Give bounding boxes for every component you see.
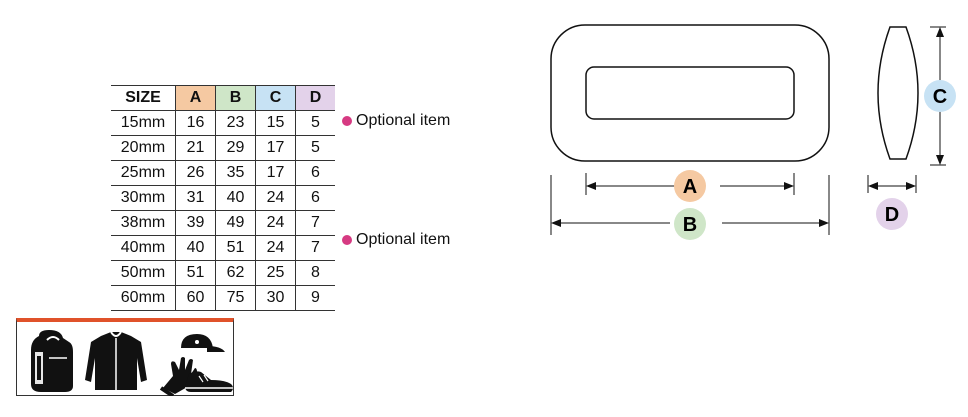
label-a: A xyxy=(683,176,697,198)
header-b: B xyxy=(215,85,256,111)
size-cell: 15mm xyxy=(111,110,176,136)
label-a-badge xyxy=(674,170,706,202)
dimension-cell: 7 xyxy=(295,210,335,236)
dimension-cell: 5 xyxy=(295,110,335,136)
label-b-badge xyxy=(674,208,706,240)
dimension-a xyxy=(585,173,795,195)
dimension-cell: 8 xyxy=(295,260,335,286)
label-b: B xyxy=(683,214,697,236)
header-d: D xyxy=(295,85,335,111)
optional-label: Optional item xyxy=(356,112,451,129)
size-cell: 40mm xyxy=(111,235,176,261)
size-cell: 30mm xyxy=(111,185,176,211)
size-cell: 20mm xyxy=(111,135,176,161)
dimension-cell: 23 xyxy=(215,110,256,136)
dimension-cell: 29 xyxy=(215,135,256,161)
header-size: SIZE xyxy=(111,85,176,111)
cap-icon xyxy=(181,334,225,352)
dimension-cell: 6 xyxy=(295,185,335,211)
usage-icons-box xyxy=(16,318,234,396)
dimension-cell: 31 xyxy=(175,185,216,211)
jacket-icon xyxy=(85,331,147,390)
dimension-cell: 35 xyxy=(215,160,256,186)
dimension-cell: 21 xyxy=(175,135,216,161)
buckle-side-profile xyxy=(877,26,919,160)
dimension-cell: 51 xyxy=(175,260,216,286)
dimension-cell: 15 xyxy=(255,110,296,136)
dimension-diagram: C A B D xyxy=(550,24,956,240)
header-c: C xyxy=(255,85,296,111)
label-d: D xyxy=(885,204,899,226)
dimension-cell: 24 xyxy=(255,235,296,261)
size-cell: 25mm xyxy=(111,160,176,186)
label-d-badge xyxy=(876,198,908,230)
optional-dot xyxy=(342,235,352,245)
dimension-cell: 24 xyxy=(255,210,296,236)
dimension-cell: 25 xyxy=(255,260,296,286)
dimension-cell: 7 xyxy=(295,235,335,261)
dimension-cell: 60 xyxy=(175,285,216,311)
buckle-inner-slot xyxy=(585,66,795,120)
size-cell: 50mm xyxy=(111,260,176,286)
dimension-cell: 49 xyxy=(215,210,256,236)
optional-note-40mm: Optional item xyxy=(342,231,450,249)
dimension-cell: 6 xyxy=(295,160,335,186)
dimension-cell: 26 xyxy=(175,160,216,186)
dimension-cell: 9 xyxy=(295,285,335,311)
dimension-cell: 24 xyxy=(255,185,296,211)
dimension-d xyxy=(867,175,917,193)
dimension-cell: 30 xyxy=(255,285,296,311)
optional-dot xyxy=(342,116,352,126)
backpack-icon xyxy=(31,330,73,392)
table-header-row: SIZE A B C D xyxy=(111,85,335,111)
shoe-icon xyxy=(185,371,233,392)
dimension-cell: 75 xyxy=(215,285,256,311)
dimension-cell: 17 xyxy=(255,160,296,186)
optional-note-15mm: Optional item xyxy=(342,112,450,130)
size-cell: 60mm xyxy=(111,285,176,311)
dimension-cell: 17 xyxy=(255,135,296,161)
dimension-cell: 51 xyxy=(215,235,256,261)
header-a: A xyxy=(175,85,216,111)
dimension-cell: 16 xyxy=(175,110,216,136)
dimension-cell: 40 xyxy=(215,185,256,211)
label-c: C xyxy=(933,86,947,108)
optional-label: Optional item xyxy=(356,231,451,248)
dimension-b xyxy=(550,175,830,235)
dimension-cell: 5 xyxy=(295,135,335,161)
size-cell: 38mm xyxy=(111,210,176,236)
dimension-cell: 40 xyxy=(175,235,216,261)
dimension-cell: 62 xyxy=(215,260,256,286)
dimension-cell: 39 xyxy=(175,210,216,236)
label-c-badge xyxy=(924,80,956,112)
